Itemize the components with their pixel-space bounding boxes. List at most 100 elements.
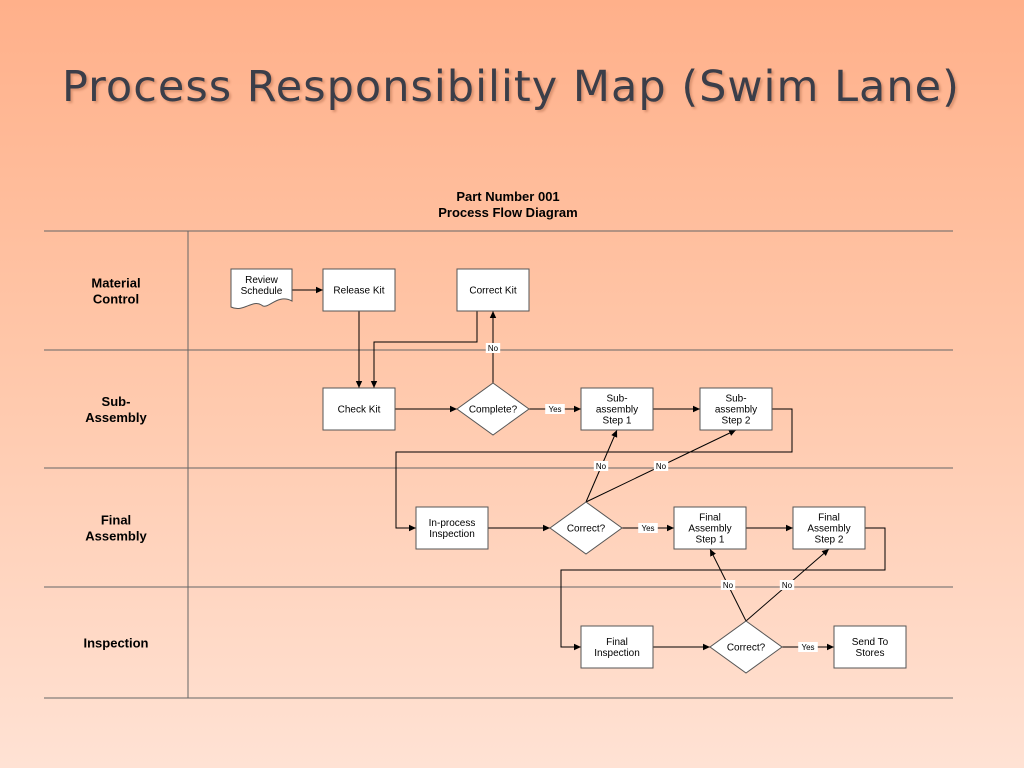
decision-diamond [709, 620, 783, 674]
lane-sub: Sub-Assembly [85, 394, 147, 425]
node-correct1: Correct? [549, 501, 623, 555]
edge-label-correct1-sub1: No [593, 461, 609, 471]
lane-grid: MaterialControlSub-AssemblyFinalAssembly… [44, 230, 953, 699]
lane-label-final: Assembly [85, 529, 147, 544]
node-label: Step 1 [696, 535, 725, 546]
node-label: Sub- [606, 394, 627, 405]
node-label: Check Kit [338, 405, 381, 416]
edge-label-background [545, 404, 565, 414]
diagram-title: Part Number 001 Process Flow Diagram [358, 189, 658, 221]
node-label: In-process [429, 518, 476, 529]
node-label: Step 2 [722, 416, 751, 427]
edge-label-text: Yes [548, 405, 561, 414]
node-label: Schedule [241, 286, 283, 297]
node-label: Assembly [688, 524, 731, 535]
node-label: Final [699, 513, 721, 524]
process-box [456, 268, 530, 312]
decision-diamond [456, 382, 530, 436]
edge-label-complete-correctkit: No [485, 343, 501, 353]
lane-label-final: Final [101, 513, 131, 528]
edge-label-background [779, 580, 795, 590]
lane-label-material: Material [91, 276, 140, 291]
node-label: Stores [856, 648, 885, 659]
lane-label-inspection: Inspection [83, 636, 148, 651]
node-label: Inspection [429, 529, 475, 540]
edge-sub2-inproc [395, 408, 793, 532]
lane-inspection: Inspection [83, 636, 148, 651]
edge-label-correct1-fa1: Yes [638, 523, 658, 533]
edge-label-background [485, 343, 501, 353]
edge-label-complete-sub1: Yes [545, 404, 565, 414]
node-label: Correct? [567, 524, 606, 535]
lane-label-material: Control [93, 292, 139, 307]
diagram-title-line-2: Process Flow Diagram [438, 205, 578, 220]
node-label: Complete? [469, 405, 518, 416]
node-correct-kit: Correct Kit [456, 268, 530, 312]
document-shape [230, 268, 293, 309]
node-label: Correct Kit [469, 286, 516, 297]
process-box [833, 625, 907, 669]
edge-label-background [593, 461, 609, 471]
node-label: Release Kit [333, 286, 384, 297]
edge-label-text: No [656, 462, 667, 471]
node-label: Step 1 [603, 416, 632, 427]
node-label: Correct? [727, 643, 766, 654]
edge-label-text: No [723, 581, 734, 590]
node-label: Inspection [594, 648, 640, 659]
process-box [673, 506, 747, 550]
node-correct2: Correct? [709, 620, 783, 674]
edge-label-text: No [488, 344, 499, 353]
edge-correctkit-check [370, 311, 478, 388]
edge-label-background [638, 523, 658, 533]
edge-label-text: Yes [641, 524, 654, 533]
lane-label-sub: Assembly [85, 410, 147, 425]
flow-connectors [292, 286, 886, 651]
lane-label-sub: Sub- [102, 394, 131, 409]
edge-label-correct2-stores: Yes [798, 642, 818, 652]
edge-label-background [720, 580, 736, 590]
edge-label-text: Yes [801, 643, 814, 652]
process-box [792, 506, 866, 550]
process-box [580, 387, 654, 431]
slide-title: Process Responsibility Map (Swim Lane) [62, 62, 960, 112]
edge-label-background [653, 461, 669, 471]
decision-diamond [549, 501, 623, 555]
node-release: Release Kit [322, 268, 396, 312]
edge-label-background [798, 642, 818, 652]
edge-label-text: No [596, 462, 607, 471]
process-box [322, 387, 396, 431]
node-label: Assembly [807, 524, 850, 535]
node-label: Review [245, 275, 279, 286]
process-box [415, 506, 489, 550]
edge-fa2-finalinsp [560, 527, 886, 651]
process-box [699, 387, 773, 431]
node-label: assembly [715, 405, 757, 416]
diagram-title-line-1: Part Number 001 [456, 189, 560, 204]
node-label: Send To [852, 637, 889, 648]
edge-label-text: No [782, 581, 793, 590]
process-box [322, 268, 396, 312]
node-label: Final [606, 637, 628, 648]
node-label: Step 2 [815, 535, 844, 546]
node-label: assembly [596, 405, 638, 416]
process-box [580, 625, 654, 669]
edge-label-correct2-fa1: No [720, 580, 736, 590]
node-complete: Complete? [456, 382, 530, 436]
node-check-kit: Check Kit [322, 387, 396, 431]
node-label: Sub- [725, 394, 746, 405]
node-label: Final [818, 513, 840, 524]
edge-label-correct1-sub2: No [653, 461, 669, 471]
edge-label-correct2-fa2: No [779, 580, 795, 590]
